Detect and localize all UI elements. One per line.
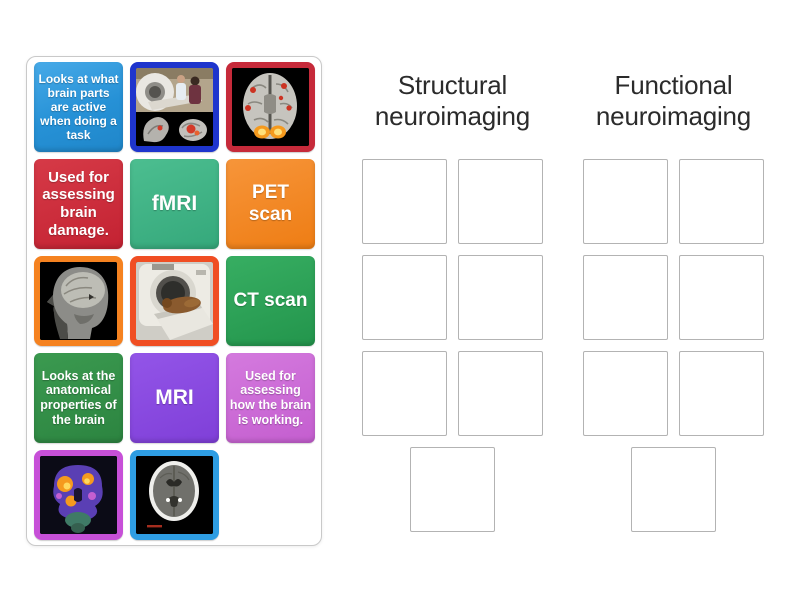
mri-scanner-room-photo <box>136 68 213 146</box>
structural-drop-slot-3[interactable] <box>362 255 447 340</box>
functional-drop-slot-2[interactable] <box>679 159 764 244</box>
tile-image-sagittal-mri[interactable] <box>34 256 123 346</box>
structural-drop-slot-6[interactable] <box>458 351 543 436</box>
structural-drop-slot-1[interactable] <box>362 159 447 244</box>
tile-image-pet-colorful[interactable] <box>34 450 123 540</box>
functional-slot-grid <box>582 159 765 532</box>
functional-drop-slot-5[interactable] <box>583 351 668 436</box>
structural-drop-slot-2[interactable] <box>458 159 543 244</box>
group-header-functional: Functional neuroimaging <box>595 70 752 131</box>
functional-drop-slot-6[interactable] <box>679 351 764 436</box>
tile-assessing-brain-damage[interactable]: Used for assessing brain damage. <box>34 159 123 249</box>
tile-ct-scan[interactable]: CT scan <box>226 256 315 346</box>
tile-image-ct-scanner-animal[interactable] <box>130 256 219 346</box>
tile-image-ct-axial[interactable] <box>130 450 219 540</box>
group-functional-neuroimaging: Functional neuroimaging <box>582 70 765 532</box>
structural-drop-slot-7[interactable] <box>410 447 495 532</box>
tile-fmri[interactable]: fMRI <box>130 159 219 249</box>
tile-image-mri-scanner-room[interactable] <box>130 62 219 152</box>
sagittal-head-mri-scan <box>40 262 117 340</box>
functional-drop-slot-7[interactable] <box>631 447 716 532</box>
structural-drop-slot-4[interactable] <box>458 255 543 340</box>
tile-anatomical-properties[interactable]: Looks at the anatomical properties of th… <box>34 353 123 443</box>
tile-active-when-doing-task[interactable]: Looks at what brain parts are active whe… <box>34 62 123 152</box>
group-header-structural: Structural neuroimaging <box>374 70 531 131</box>
tile-grid: Looks at what brain parts are active whe… <box>34 62 315 540</box>
tile-how-brain-is-working[interactable]: Used for assessing how the brain is work… <box>226 353 315 443</box>
structural-drop-slot-5[interactable] <box>362 351 447 436</box>
axial-brain-activation-scan <box>232 68 309 146</box>
functional-drop-slot-4[interactable] <box>679 255 764 340</box>
pet-scan-colorful <box>40 456 117 534</box>
functional-drop-slot-3[interactable] <box>583 255 668 340</box>
structural-slot-grid <box>361 159 544 532</box>
ct-axial-brain-scan <box>136 456 213 534</box>
tile-mri[interactable]: MRI <box>130 353 219 443</box>
tile-image-axial-activation[interactable] <box>226 62 315 152</box>
tile-source-panel: Looks at what brain parts are active whe… <box>26 56 322 546</box>
functional-drop-slot-1[interactable] <box>583 159 668 244</box>
animal-in-ct-scanner-photo <box>136 262 213 340</box>
group-structural-neuroimaging: Structural neuroimaging <box>361 70 544 532</box>
tile-pet-scan[interactable]: PET scan <box>226 159 315 249</box>
